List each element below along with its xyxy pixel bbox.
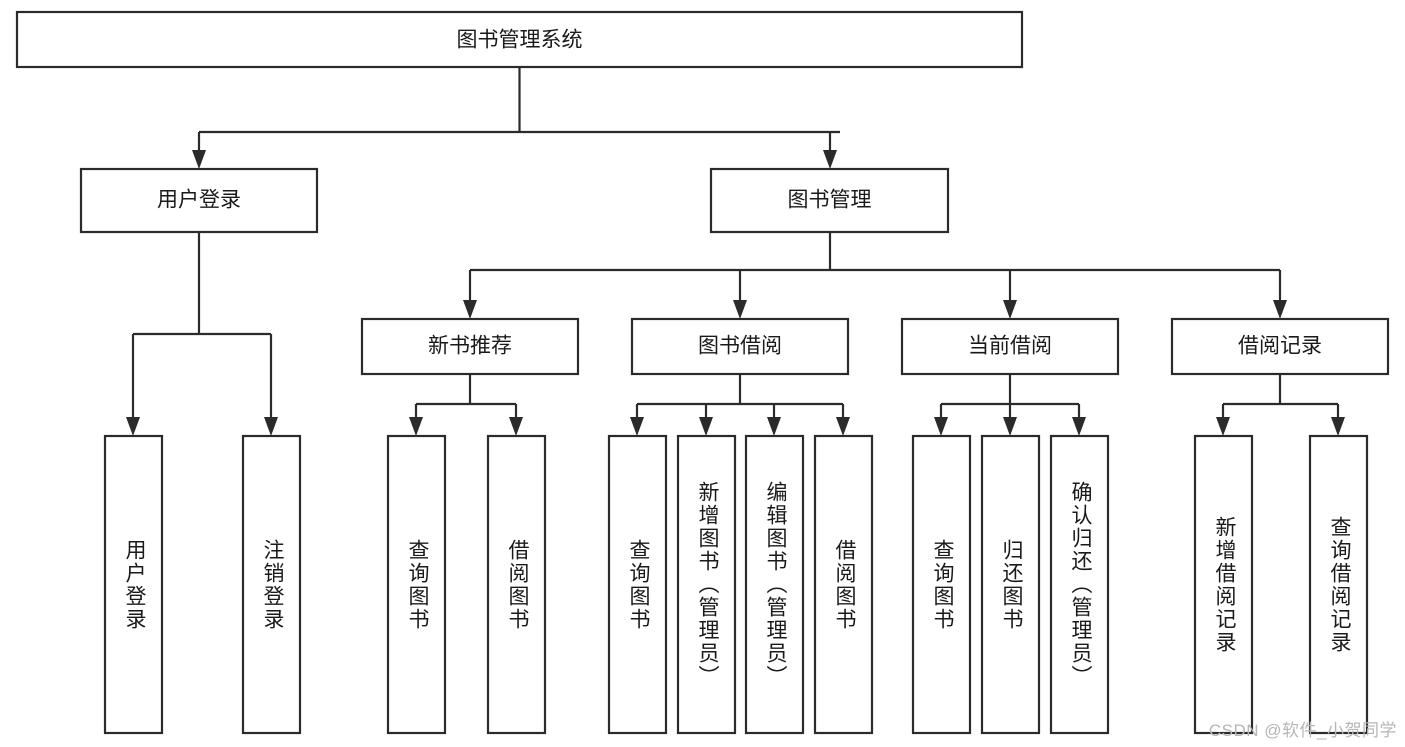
leaf-node-return-book-box[interactable]: [980, 434, 1041, 735]
arrow-head-leaf-query-book-2: [630, 417, 644, 436]
arrow-head-user-login: [192, 150, 206, 169]
node-root-system[interactable]: 图书管理系统: [15, 10, 1024, 69]
node-borrow-record-label: 借阅记录: [1238, 335, 1322, 358]
node-borrow-record-box[interactable]: [1170, 317, 1390, 376]
arrow-head-leaf-return-book: [1003, 417, 1017, 436]
arrow-head-leaf-edit-book: [767, 417, 781, 436]
leaf-node-confirm-return-admin-box[interactable]: [1049, 434, 1110, 735]
arrow-head-leaf-query-book-3: [934, 417, 948, 436]
leaf-node-edit-book-admin-box[interactable]: [744, 434, 805, 735]
leaf-node-logout[interactable]: [241, 434, 302, 735]
node-user-login[interactable]: 用户登录: [79, 167, 319, 234]
leaf-node-user-login[interactable]: [103, 434, 164, 735]
node-book-management-box[interactable]: [709, 167, 950, 234]
arrow-head-borrow-record: [1273, 300, 1287, 319]
node-current-borrow-label: 当前借阅: [968, 335, 1052, 358]
arrow-head-leaf-add-book: [699, 417, 713, 436]
arrow-head-leaf-borrow-book-2: [836, 417, 850, 436]
connectors-layer: [126, 67, 1345, 436]
node-current-borrow-box[interactable]: [900, 317, 1120, 376]
leaf-node-query-book-2[interactable]: [607, 434, 668, 735]
leaf-node-borrow-book-1-box[interactable]: [486, 434, 547, 735]
arrow-head-leaf-user-login: [126, 417, 140, 436]
leaf-node-query-book-3[interactable]: [911, 434, 972, 735]
node-book-borrow[interactable]: 图书借阅: [630, 317, 850, 376]
leaf-node-borrow-book-1[interactable]: [486, 434, 547, 735]
leaf-node-add-borrow-record[interactable]: [1193, 434, 1254, 735]
node-borrow-record[interactable]: 借阅记录: [1170, 317, 1390, 376]
node-new-book-recommend[interactable]: 新书推荐: [360, 317, 580, 376]
arrow-head-current-borrow: [1003, 300, 1017, 319]
node-user-login-label: 用户登录: [157, 189, 241, 212]
leaf-node-add-borrow-record-box[interactable]: [1193, 434, 1254, 735]
leaf-node-add-book-admin-box[interactable]: [676, 434, 737, 735]
arrow-head-book-mgmt: [823, 150, 837, 169]
node-book-management[interactable]: 图书管理: [709, 167, 950, 234]
arrow-head-leaf-borrow-book-1: [509, 417, 523, 436]
leaf-node-query-book-1-box[interactable]: [386, 434, 447, 735]
leaf-node-query-borrow-record[interactable]: [1308, 434, 1369, 735]
arrow-head-leaf-add-record: [1216, 417, 1230, 436]
leaf-node-edit-book-admin[interactable]: [744, 434, 805, 735]
leaf-node-query-book-1[interactable]: [386, 434, 447, 735]
arrow-head-newbook-recommend: [463, 300, 477, 319]
node-new-book-recommend-label: 新书推荐: [428, 335, 512, 358]
leaf-node-confirm-return-admin[interactable]: [1049, 434, 1110, 735]
leaf-node-borrow-book-2-box[interactable]: [813, 434, 874, 735]
arrow-head-leaf-query-book-1: [409, 417, 423, 436]
leaf-node-return-book[interactable]: [980, 434, 1041, 735]
node-root-system-label: 图书管理系统: [457, 29, 583, 52]
leaf-node-borrow-book-2[interactable]: [813, 434, 874, 735]
leaf-node-query-borrow-record-box[interactable]: [1308, 434, 1369, 735]
node-new-book-recommend-box[interactable]: [360, 317, 580, 376]
node-current-borrow[interactable]: 当前借阅: [900, 317, 1120, 376]
leaf-node-logout-box[interactable]: [241, 434, 302, 735]
leaf-node-user-login-box[interactable]: [103, 434, 164, 735]
node-user-login-box[interactable]: [79, 167, 319, 234]
arrow-head-leaf-confirm-return: [1072, 417, 1086, 436]
node-book-management-label: 图书管理: [788, 189, 872, 212]
arrow-head-leaf-logout: [264, 417, 278, 436]
node-root-system-box[interactable]: [15, 10, 1024, 69]
leaf-node-query-book-2-box[interactable]: [607, 434, 668, 735]
leaf-node-add-book-admin[interactable]: [676, 434, 737, 735]
arrow-head-leaf-query-record: [1331, 417, 1345, 436]
node-book-borrow-box[interactable]: [630, 317, 850, 376]
node-book-borrow-label: 图书借阅: [698, 335, 782, 358]
arrow-head-book-borrow: [733, 300, 747, 319]
leaf-node-query-book-3-box[interactable]: [911, 434, 972, 735]
